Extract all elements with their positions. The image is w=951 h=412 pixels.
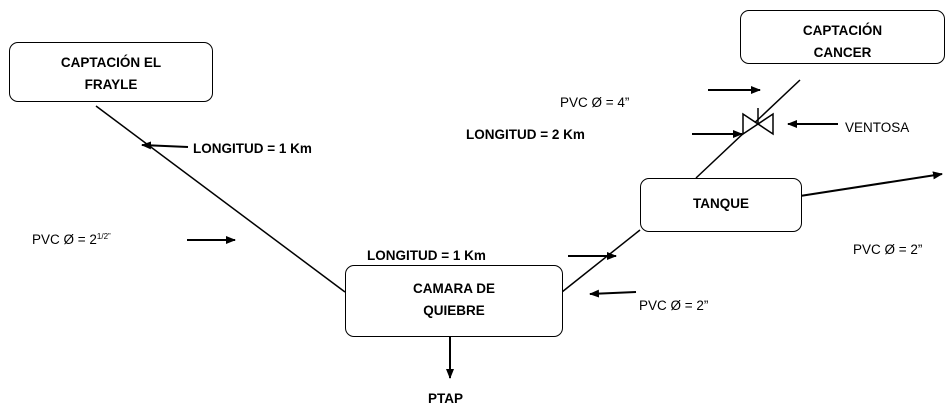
tanque-label: TANQUE <box>693 196 749 211</box>
pipe-frayle-camara <box>95 105 346 293</box>
pvc-tanque-camara-label: PVC Ø = 2” <box>639 298 709 313</box>
arrow-tanque-out <box>799 171 943 197</box>
captacion-el-frayle-label: CAPTACIÓN EL FRAYLE <box>60 55 162 92</box>
pvc-left-base: PVC Ø = 2 <box>32 232 97 247</box>
pvc-tanque-out-label: PVC Ø = 2” <box>853 242 923 257</box>
pvc-left-label: PVC Ø = 21/2” <box>32 230 111 252</box>
camara-de-quiebre-box: CAMARA DE QUIEBRE <box>345 265 563 337</box>
longitud-right-label: LONGITUD = 2 Km <box>466 127 585 142</box>
captacion-cancer-box: CAPTACIÓN CANCER <box>740 10 945 64</box>
arrow-pvc-tanque-camara <box>589 289 637 298</box>
ventosa-valve-icon <box>742 108 774 136</box>
ventosa-label: VENTOSA <box>845 120 910 135</box>
pvc-cancer-label: PVC Ø = 4” <box>560 95 630 110</box>
longitud-mid-label: LONGITUD = 1 Km <box>367 248 486 263</box>
ptap-label: PTAP <box>428 391 464 406</box>
pvc-left-exponent: 1/2” <box>96 232 111 241</box>
captacion-el-frayle-box: CAPTACIÓN EL FRAYLE <box>9 42 213 102</box>
longitud-left-label: LONGITUD = 1 Km <box>193 141 312 156</box>
tanque-box: TANQUE <box>640 178 802 232</box>
arrow-longitud-left <box>141 141 189 150</box>
camara-de-quiebre-label: CAMARA DE QUIEBRE <box>413 281 495 318</box>
pipe-camara-tanque <box>561 229 641 293</box>
captacion-cancer-label: CAPTACIÓN CANCER <box>802 23 883 60</box>
